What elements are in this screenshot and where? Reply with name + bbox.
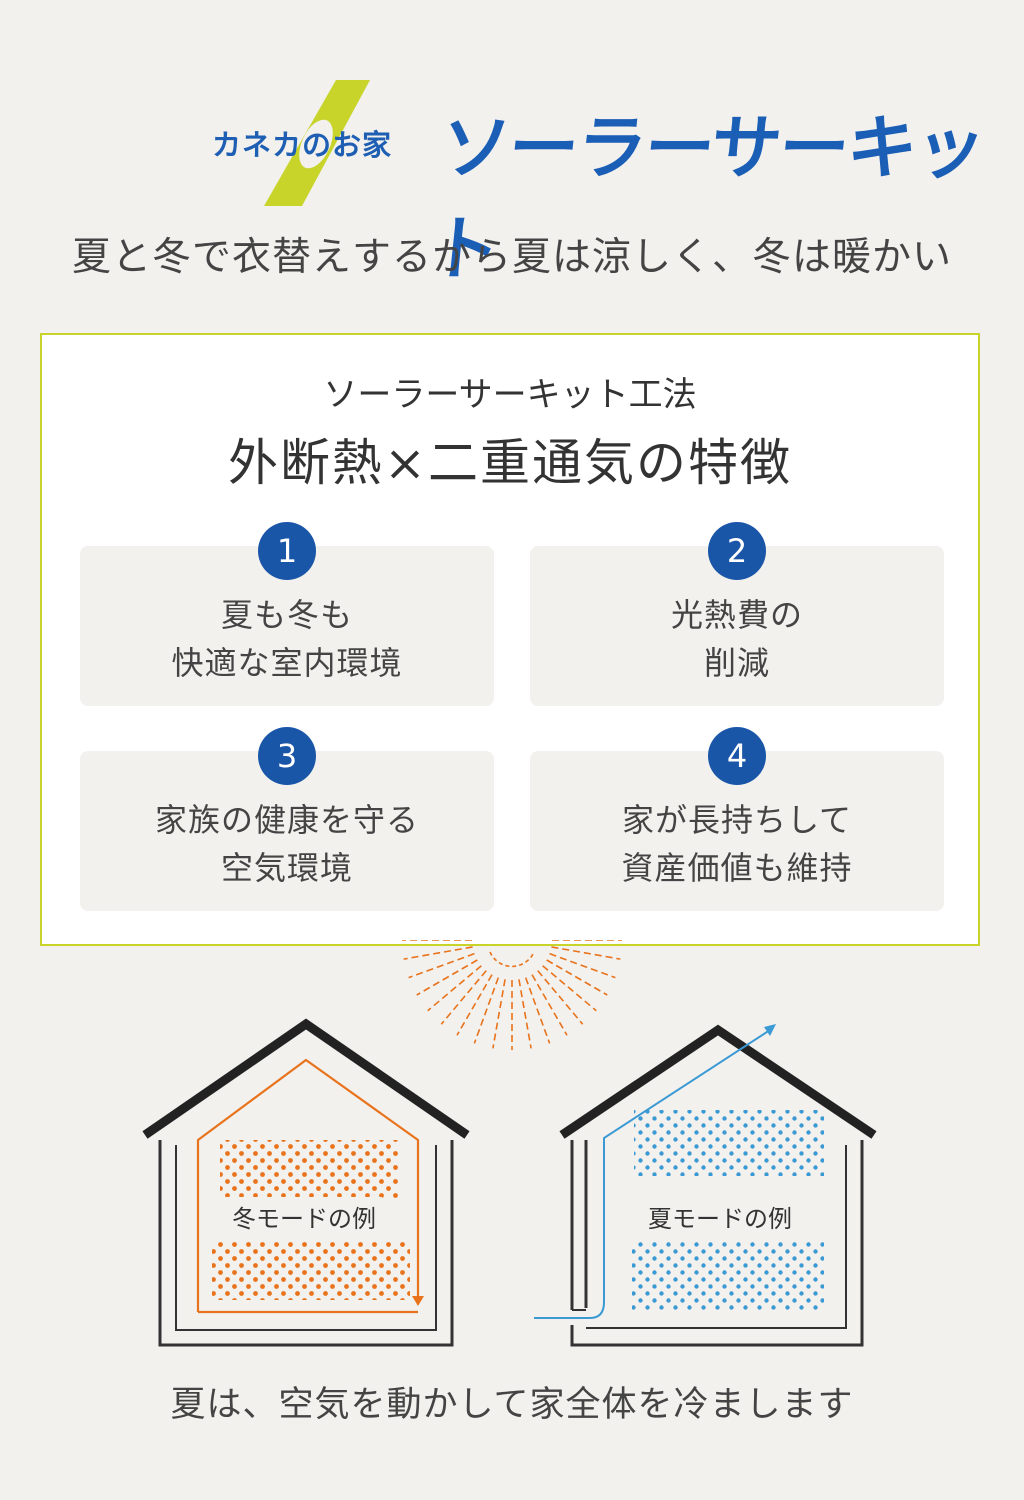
- sun-icon: [402, 939, 622, 1050]
- feature-card-4: 4 家が長持ちして 資産価値も維持: [530, 727, 944, 911]
- feature-number-badge: 4: [708, 727, 766, 785]
- feature-line: 光熱費の: [670, 596, 803, 634]
- feature-card-1: 1 夏も冬も 快適な室内環境: [80, 522, 494, 706]
- feature-card-3: 3 家族の健康を守る 空気環境: [80, 727, 494, 911]
- houses-diagram: [142, 939, 877, 1347]
- panel-title: 外断熱×二重通気の特徴: [228, 434, 792, 492]
- winter-mode-label: 冬モードの例: [226, 1197, 382, 1236]
- feature-card-2: 2 光熱費の 削減: [530, 522, 944, 706]
- feature-number-badge: 3: [258, 727, 316, 785]
- feature-line: 家が長持ちして: [621, 801, 853, 839]
- feature-line: 快適な室内環境: [171, 644, 403, 682]
- feature-number-badge: 1: [258, 522, 316, 580]
- summer-mode-label: 夏モードの例: [642, 1197, 798, 1236]
- logo-brand-small: カネカのお家: [212, 128, 393, 162]
- feature-line: 家族の健康を守る: [154, 801, 419, 839]
- feature-line: 資産価値も維持: [621, 849, 853, 887]
- summer-house: [534, 1024, 877, 1347]
- feature-line: 空気環境: [220, 849, 353, 887]
- tagline: 夏と冬で衣替えするから夏は涼しく、冬は暖かい: [71, 235, 952, 280]
- mode-illustration: 冬モードの例 夏モードの例: [0, 939, 1024, 1370]
- feature-line: 削減: [703, 644, 770, 682]
- features-panel: ソーラーサーキット工法 外断熱×二重通気の特徴 1 夏も冬も 快適な室内環境 2…: [40, 333, 980, 946]
- panel-subtitle: ソーラーサーキット工法: [323, 375, 697, 415]
- logo-swoosh-icon: [264, 80, 370, 206]
- feature-number-badge: 2: [708, 522, 766, 580]
- brand-logo: カネカのお家 ソーラーサーキット: [0, 70, 1024, 290]
- feature-line: 夏も冬も: [220, 596, 353, 634]
- winter-house: [142, 1018, 470, 1347]
- footer-caption: 夏は、空気を動かして家全体を冷まします: [170, 1385, 854, 1425]
